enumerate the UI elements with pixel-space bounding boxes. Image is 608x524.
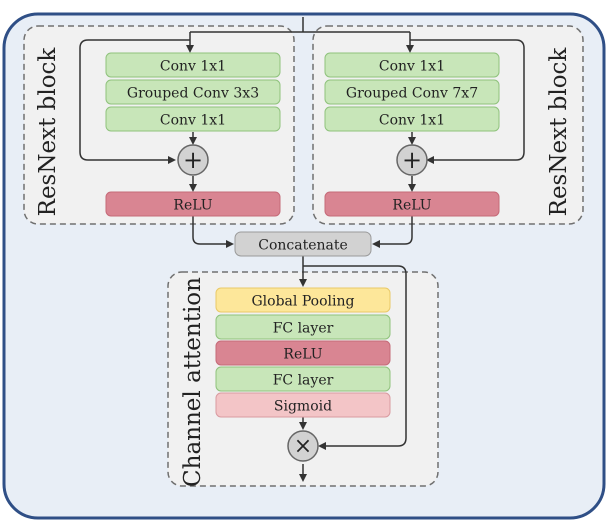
left-layer-grouped-conv-box [105,79,281,105]
left-relu-label: ReLU [173,198,212,214]
attention-title: Channel attention [180,277,206,487]
attention-fc2-box [215,366,391,392]
right-layer-conv2-label: Conv 1x1 [379,113,445,129]
left-skip-connection [79,39,190,164]
attention-fc1-label: FC layer [273,321,334,337]
right-block-title: ResNext block [546,47,572,217]
attention-relu-label: ReLU [283,347,322,363]
attention-global-pooling-box [215,287,391,313]
right-add-node [396,144,428,176]
right-layer-conv1-box [324,52,500,78]
left-layer-conv2-label: Conv 1x1 [160,113,226,129]
connectors [79,17,525,482]
right-block-layers: Conv 1x1 Grouped Conv 7x7 Conv 1x1 + ReL… [324,52,500,217]
right-layer-conv2-box [324,106,500,132]
attention-relu-box [215,340,391,366]
attention-global-pooling-label: Global Pooling [252,294,355,310]
left-relu-to-concat [192,216,234,248]
left-layer-conv1-label: Conv 1x1 [160,59,226,75]
right-skip-connection [410,39,525,164]
attention-sigmoid-box [215,392,391,418]
right-relu-label: ReLU [392,198,431,214]
left-block-title: ResNext block [35,47,61,217]
left-layer-grouped-conv-label: Grouped Conv 3x3 [127,86,259,102]
right-relu-box [324,191,500,217]
attention-skip-connection [303,265,407,450]
attention-fc1-box [215,314,391,340]
attention-multiply-symbol: × [294,434,312,459]
attention-fc2-label: FC layer [273,373,334,389]
right-layer-grouped-conv-box [324,79,500,105]
left-add-symbol: + [183,146,203,174]
left-relu-box [105,191,281,217]
right-add-symbol: + [402,146,422,174]
attention-sigmoid-label: Sigmoid [274,399,332,415]
left-layer-conv1-box [105,52,281,78]
concatenate-box [234,231,372,257]
right-relu-to-concat [372,216,413,248]
right-layer-conv1-label: Conv 1x1 [379,59,445,75]
left-block-layers: Conv 1x1 Grouped Conv 3x3 Conv 1x1 + ReL… [105,52,281,217]
concatenate-label: Concatenate [258,238,348,254]
attention-layers: Global Pooling FC layer ReLU FC layer Si… [215,287,391,462]
right-layer-grouped-conv-label: Grouped Conv 7x7 [346,86,478,102]
attention-multiply-node [287,430,319,462]
left-add-node [177,144,209,176]
left-layer-conv2-box [105,106,281,132]
